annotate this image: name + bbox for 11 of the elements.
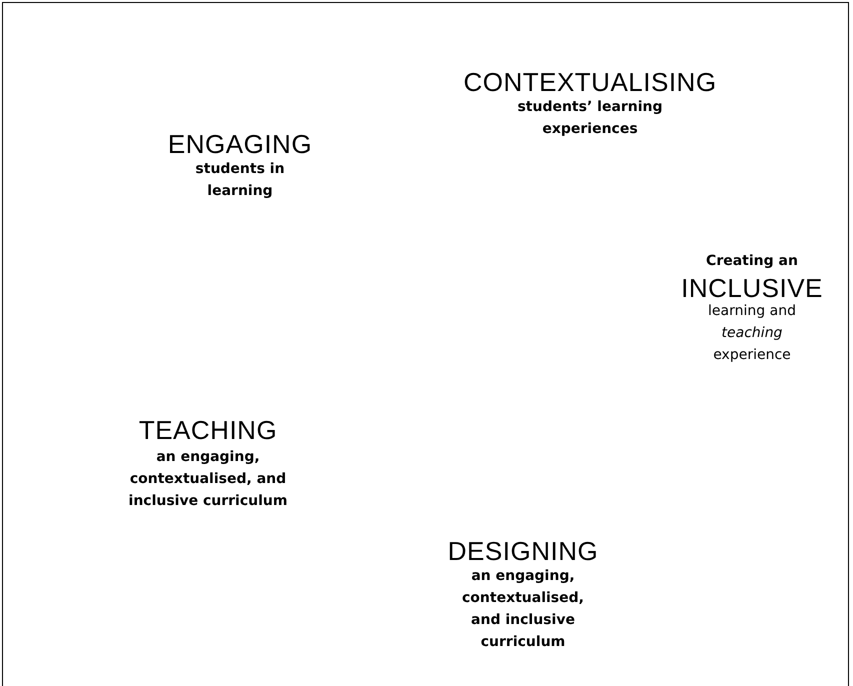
heading: INCLUSIVE [680, 274, 824, 302]
subtitle: students’ learning experiences [516, 98, 664, 139]
subtitle: Creating an [705, 252, 799, 271]
heading: CONTEXTUALISING [462, 68, 718, 96]
heading: ENGAGING [166, 130, 314, 158]
subtitle: learning and teaching experience [707, 302, 797, 365]
subtitle: an engaging, contextualised, and inclusive curriculum [128, 448, 288, 511]
heading: TEACHING [138, 416, 278, 444]
subtitle: students in learning [194, 160, 286, 201]
heading: DESIGNING [446, 537, 600, 565]
subtitle: an engaging, contextualised, and inclusive curriculum [461, 567, 585, 652]
